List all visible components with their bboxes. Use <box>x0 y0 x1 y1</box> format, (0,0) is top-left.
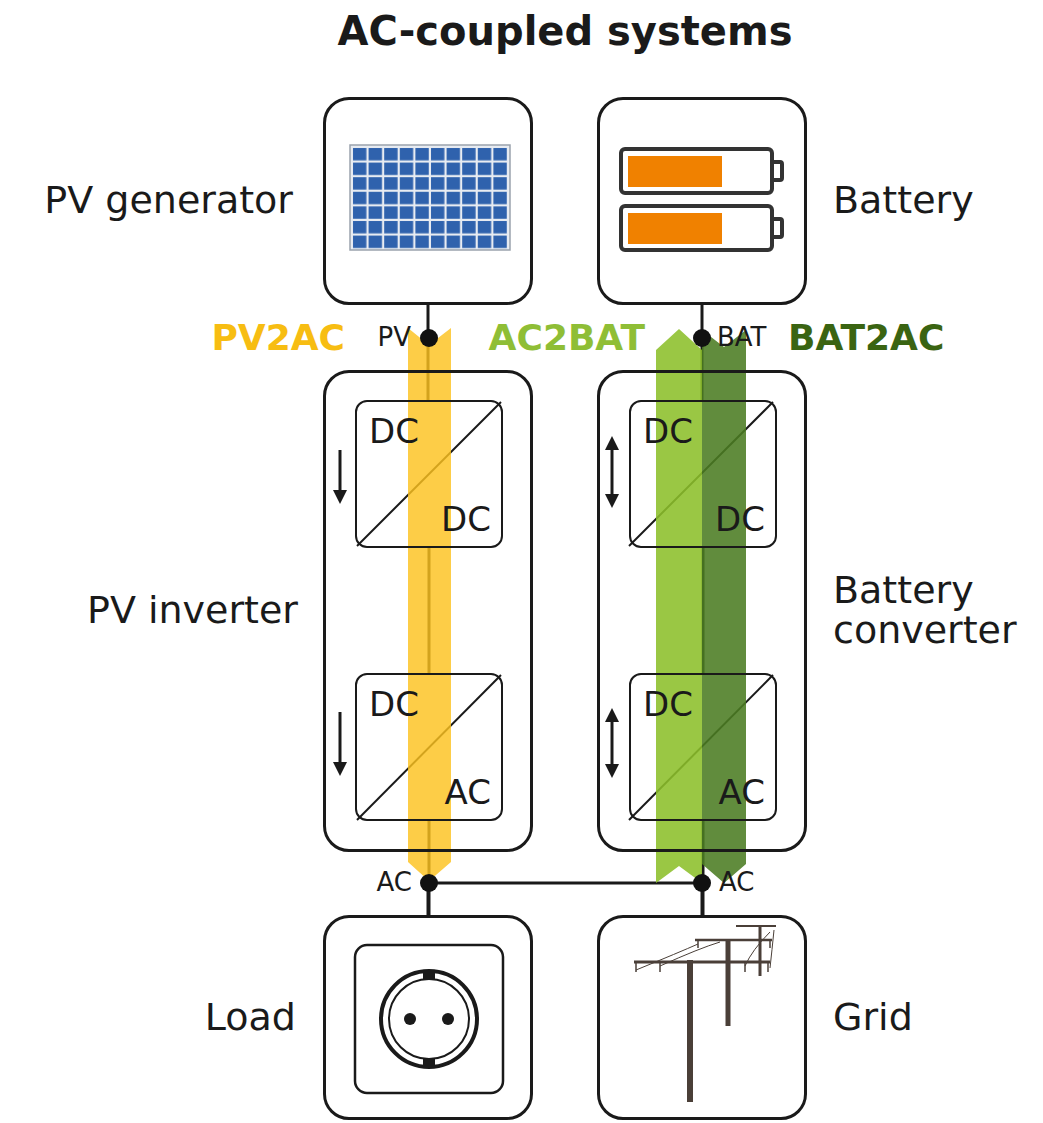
component-name: PV inverter <box>87 591 298 631</box>
component-name: Load <box>205 998 296 1038</box>
direction-arrow <box>333 436 619 778</box>
converter-type-label: AC <box>719 775 765 811</box>
converter-type-label: DC <box>441 502 491 538</box>
terminal-label: BAT <box>717 323 767 353</box>
component-box: Battery <box>597 97 807 305</box>
terminal-label: AC <box>377 868 412 898</box>
flow-label: PV2AC <box>211 317 345 358</box>
component-box: Battery converterDCDCDCAC <box>597 370 807 852</box>
battery-charge <box>628 213 722 244</box>
battery-icon <box>621 149 782 250</box>
component-name: PV generator <box>44 181 293 221</box>
converter-type-label: DC <box>643 414 693 450</box>
converter-type-label: DC <box>643 687 693 723</box>
component-name: Battery converter <box>833 571 1033 651</box>
terminal-label: PV <box>378 323 411 353</box>
converter-stage-box: DC AC <box>629 673 777 821</box>
junction-dot <box>420 329 711 892</box>
diagram-title: AC-coupled systems <box>338 8 793 54</box>
solar-panel <box>350 145 510 250</box>
converter-type-label: DC <box>715 502 765 538</box>
flow-label: AC2BAT <box>489 317 645 358</box>
component-box: PV inverterDCDCDCAC <box>323 370 533 852</box>
battery-charge <box>628 156 722 187</box>
pv2ac-band <box>408 328 451 881</box>
component-box: Load <box>323 915 533 1120</box>
power-pylon <box>634 926 776 1102</box>
terminal-label: AC <box>719 868 754 898</box>
converter-stage-box: DC AC <box>355 673 503 821</box>
component-box: PV generator <box>323 97 533 305</box>
flow-label: BAT2AC <box>788 317 944 358</box>
converter-stage-box: DC DC <box>629 400 777 548</box>
converter-stage-box: DC DC <box>355 400 503 548</box>
component-box: Grid <box>597 915 807 1120</box>
component-name: Grid <box>833 998 913 1038</box>
socket-icon <box>355 945 503 1093</box>
wire <box>428 883 702 915</box>
component-name: Battery <box>833 181 974 221</box>
ac2bat-band <box>656 329 702 883</box>
converter-type-label: AC <box>445 775 491 811</box>
converter-type-label: DC <box>369 414 419 450</box>
converter-type-label: DC <box>369 687 419 723</box>
